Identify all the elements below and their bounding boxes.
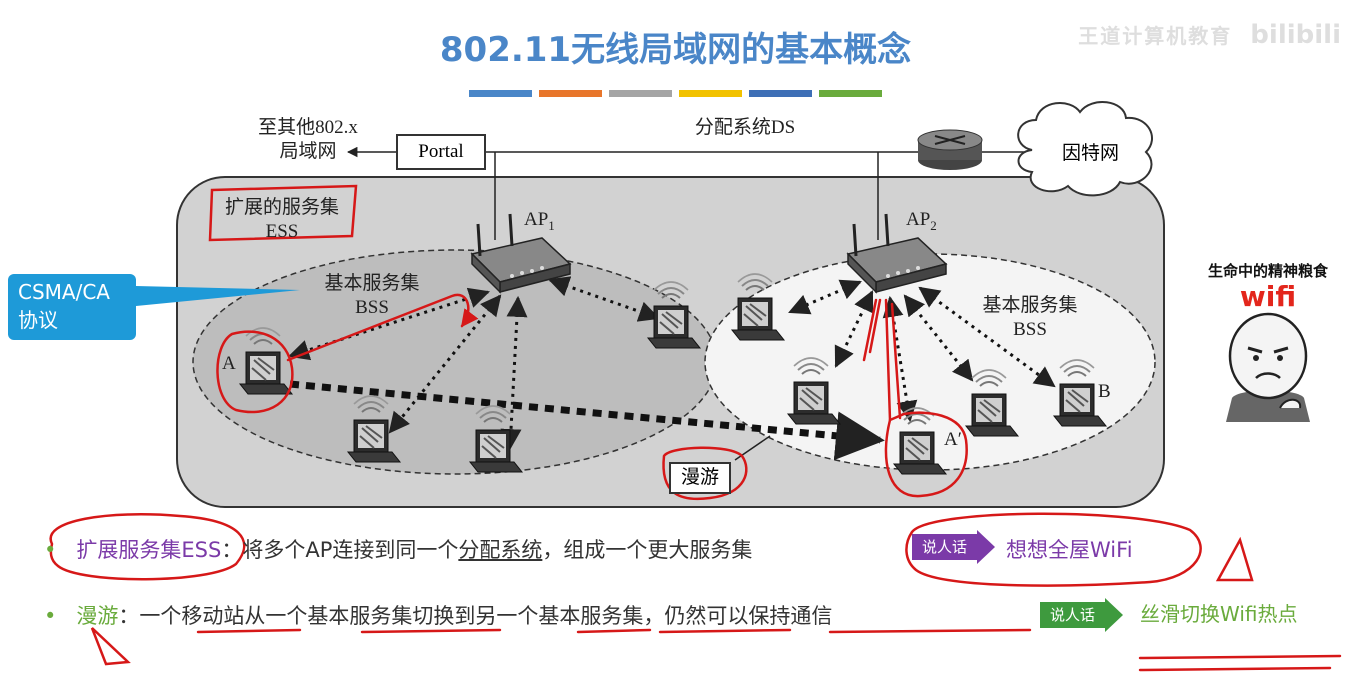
ess-line-1: 扩展的服务集 (224, 197, 339, 218)
watermark: 王道计算机教育 bilibili (1078, 20, 1341, 50)
bss-left-line-1: 基本服务集 (324, 273, 420, 294)
bss-right-line-2: BSS (1013, 319, 1047, 340)
station-a-label: A (222, 353, 236, 374)
red-annotations (49, 184, 1342, 672)
roaming-box: 漫游 (669, 462, 731, 494)
bullet-dot: • (44, 538, 57, 562)
ap1-label: AP1 (524, 208, 555, 238)
roaming-plain-text: 丝滑切换Wifi热点 (1140, 602, 1298, 626)
ess-plain-text: 想想全屋WiFi (1006, 538, 1133, 562)
ess-line-2: ESS (265, 221, 299, 242)
bullet-ess-text-before: ：将多个AP连接到同一个 (221, 538, 459, 562)
bullet-roaming-term: 漫游 (76, 604, 119, 628)
ess-plain-tag-arrow-icon (977, 530, 996, 564)
ess-label: 扩展的服务集 ESS (214, 196, 350, 244)
bss-left-label: 基本服务集 BSS (312, 272, 432, 320)
other-lan-line-2: 局域网 (279, 141, 337, 162)
bullet-ess-underlined: 分配系统 (458, 538, 543, 562)
ess-plain-tag-label: 说人话 (912, 534, 978, 560)
ap1-label-sub: 1 (548, 217, 555, 233)
router-icon (917, 129, 983, 170)
station-a-prime-letter: A (944, 429, 958, 450)
bullet-ess-term: 扩展服务集ESS (76, 538, 222, 562)
csma-ca-line-2: 协议 (18, 308, 58, 332)
ap2-label-sub: 2 (930, 217, 937, 233)
ds-label: 分配系统DS (694, 117, 796, 138)
station-b-label: B (1098, 381, 1111, 402)
bullet-ess-text-after: ，组成一个更大服务集 (542, 538, 753, 562)
meme-word: wifi (1239, 280, 1297, 313)
bilibili-logo-icon: bilibili (1250, 20, 1341, 50)
color-bar-2 (539, 90, 602, 97)
station-a-prime-label: A′ (944, 428, 962, 452)
other-lan-label: 至其他802.x 局域网 (240, 116, 376, 164)
ap2-label-base: AP (906, 209, 931, 230)
ap2-label: AP2 (906, 208, 937, 238)
page-title: 802.11无线局域网的基本概念 (439, 30, 912, 70)
bullet-ess: • 扩展服务集ESS：将多个AP连接到同一个分配系统，组成一个更大服务集 (44, 534, 752, 564)
color-bar-5 (749, 90, 812, 97)
watermark-text: 王道计算机教育 (1078, 24, 1233, 48)
color-bar-4 (679, 90, 742, 97)
bullet-roaming: • 漫游：一个移动站从一个基本服务集切换到另一个基本服务集，仍然可以保持通信 (44, 600, 832, 630)
color-bar-6 (819, 90, 882, 97)
portal-box: Portal (396, 134, 486, 170)
roaming-plain-tag-arrow-icon (1105, 598, 1124, 632)
internet-cloud-icon (1017, 100, 1153, 197)
roaming-plain-tag: 说人话 (1040, 598, 1124, 632)
meme-caption: 生命中的精神粮食 (1207, 262, 1328, 280)
csma-ca-callout: CSMA/CA 协议 (8, 274, 136, 340)
ess-plain-tag: 说人话 (912, 530, 996, 564)
station-a-prime-mark: ′ (957, 429, 962, 450)
meme-face-icon (1226, 312, 1310, 422)
csma-ca-line-1: CSMA/CA (18, 280, 110, 304)
title-color-bars (469, 90, 882, 97)
color-bar-1 (469, 90, 532, 97)
internet-label: 因特网 (1062, 143, 1120, 164)
ap1-label-base: AP (524, 209, 549, 230)
bullet-dot-2: • (44, 604, 57, 628)
other-lan-line-1: 至其他802.x (258, 117, 358, 138)
color-bar-3 (609, 90, 672, 97)
bullet-roaming-text: ：一个移动站从一个基本服务集切换到另一个基本服务集，仍然可以保持通信 (118, 604, 833, 628)
bss-right-label: 基本服务集 BSS (970, 294, 1090, 342)
bss-right-line-1: 基本服务集 (982, 295, 1078, 316)
roaming-plain-tag-label: 说人话 (1040, 602, 1106, 628)
bss-left-line-2: BSS (355, 297, 389, 318)
